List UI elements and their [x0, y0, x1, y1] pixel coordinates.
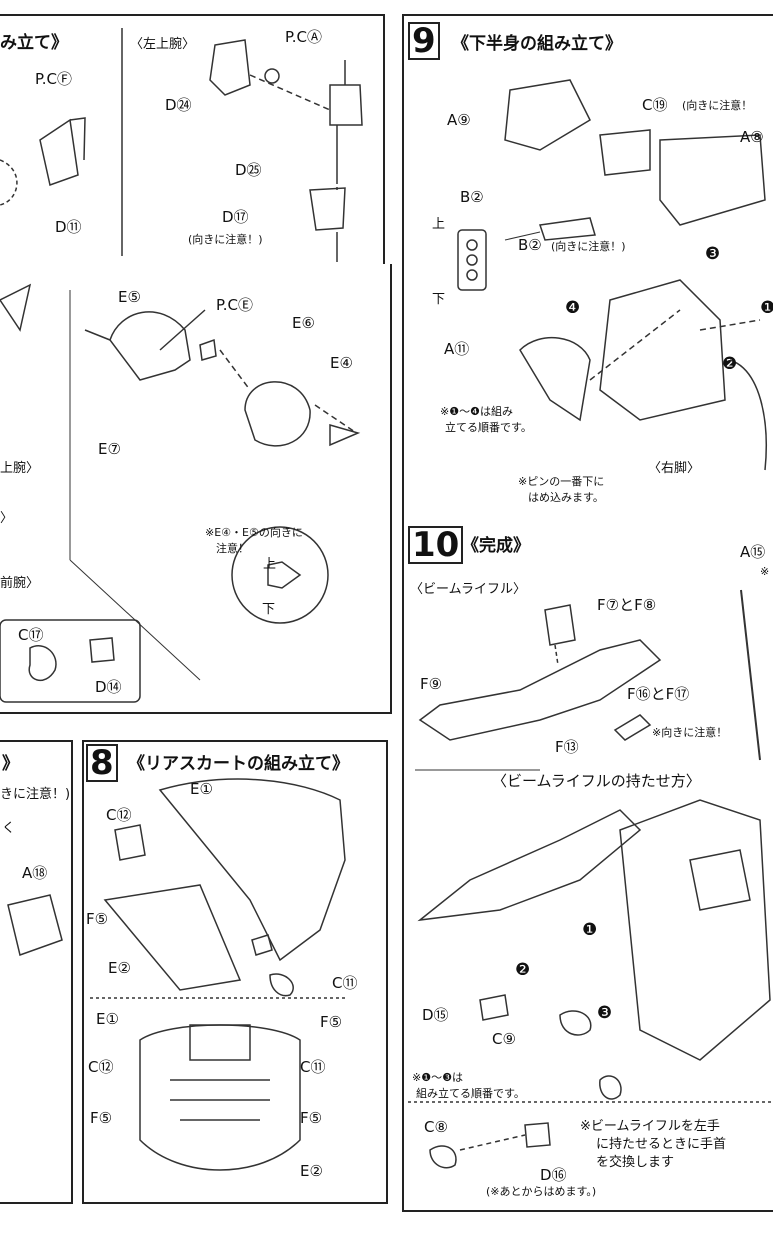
part-c12b: C⑫: [88, 1058, 114, 1076]
part-c19: C⑲: [642, 96, 668, 114]
left-mid-panel: [0, 264, 392, 714]
part-a18: A⑱: [22, 864, 48, 882]
part-d11: D⑪: [55, 218, 82, 236]
label-down: 下: [262, 602, 276, 617]
label-up: 上: [432, 217, 446, 232]
step10-title: 《完成》: [462, 536, 530, 556]
order-note: ※❶～❸は: [412, 1071, 463, 1084]
label-down: 下: [432, 292, 446, 307]
part-e4: E④: [330, 354, 353, 372]
upper-arm-label: 〈左上腕〉: [130, 37, 196, 52]
step10-number: 10: [408, 526, 464, 564]
left-top-title-fragment: み立て》: [0, 33, 68, 53]
left-bottom-fragment-3: く: [2, 821, 16, 836]
step10-panel: [402, 514, 773, 1212]
part-d17: D⑰: [222, 208, 249, 226]
part-d16-note: (※あとからはめます。): [486, 1185, 597, 1198]
swap-note-2: に持たせるときに手首: [596, 1137, 727, 1152]
part-e6: E⑥: [292, 314, 315, 332]
upper-arm-fragment: 上腕〉: [0, 461, 40, 476]
step10-mark-2: ❷: [515, 960, 531, 980]
part-pcA: P.CⒶ: [285, 28, 322, 46]
part-pcF: P.CⒻ: [35, 70, 72, 88]
step10-mark-1: ❶: [582, 920, 598, 940]
part-a15-ast: ※: [760, 565, 770, 578]
part-c12: C⑫: [106, 806, 132, 824]
order-note-2: 立てる順番です。: [445, 421, 532, 434]
part-e2b: E②: [300, 1162, 323, 1180]
part-d17-note: (向きに注意！): [188, 233, 263, 246]
part-a15: A⑮: [740, 543, 766, 561]
part-e1b: E①: [96, 1010, 119, 1028]
part-b2-note-2: (向きに注意！): [551, 240, 626, 253]
step10-mark-3: ❸: [597, 1003, 613, 1023]
part-pcE: P.CⒺ: [216, 296, 253, 314]
label-up: 上: [263, 557, 277, 572]
pin-note-2: はめ込みます。: [528, 491, 604, 504]
part-e2: E②: [108, 959, 131, 977]
forearm-fragment: 前腕〉: [0, 576, 40, 591]
step9-title: 《下半身の組み立て》: [452, 34, 622, 54]
swap-note: ※ビームライフルを左手: [580, 1119, 720, 1134]
paren-fragment: 〉: [0, 511, 14, 526]
left-bottom-panel: [0, 740, 73, 1204]
part-a11: A⑪: [444, 340, 470, 358]
part-c19-note: (向きに注意！: [682, 99, 753, 112]
part-e5: E⑤: [118, 288, 141, 306]
step9-panel: [402, 14, 773, 518]
orientation-note: ※E④・E⑤の向きに: [205, 526, 303, 539]
part-f7f8: F⑦とF⑧: [597, 596, 657, 614]
part-c17: C⑰: [18, 626, 44, 644]
orientation-note-2: 注意！: [216, 542, 249, 555]
part-b2: B②: [460, 188, 484, 206]
part-a8: A⑧: [740, 128, 764, 146]
part-c11: C⑪: [332, 974, 358, 992]
part-f9: F⑨: [420, 675, 443, 693]
step9-mark-2: ❷: [722, 354, 738, 374]
part-f5b: F⑤: [320, 1013, 343, 1031]
part-c11b: C⑪: [300, 1058, 326, 1076]
part-d15: D⑮: [422, 1006, 449, 1024]
part-f5: F⑤: [86, 910, 109, 928]
part-d14: D⑭: [95, 678, 122, 696]
order-note-2: 組み立てる順番です。: [416, 1087, 525, 1100]
orientation-note: ※向きに注意！: [652, 726, 728, 739]
order-note: ※❶～❹は組み: [440, 405, 513, 418]
step9-number: 9: [408, 22, 440, 60]
step8-title: 《リアスカートの組み立て》: [128, 754, 349, 774]
part-f16f17: F⑯とF⑰: [627, 685, 690, 703]
right-leg-label: 〈右脚〉: [648, 461, 701, 476]
part-d24: D㉔: [165, 96, 192, 114]
part-b2-note: B②: [518, 236, 542, 254]
pin-note: ※ピンの一番下に: [518, 475, 605, 488]
part-f13: F⑬: [555, 738, 579, 756]
part-f5d: F⑤: [300, 1109, 323, 1127]
step8-panel: [82, 740, 388, 1204]
hold-label: 〈ビームライフルの持たせ方〉: [492, 772, 701, 790]
left-bottom-fragment-2: きに注意！): [0, 787, 71, 802]
step9-mark-1: ❶: [760, 298, 773, 318]
part-e7: E⑦: [98, 440, 121, 458]
part-c8: C⑧: [424, 1118, 448, 1136]
part-d16: D⑯: [540, 1166, 567, 1184]
part-d25: D㉕: [235, 161, 262, 179]
rifle-label: 〈ビームライフル〉: [410, 582, 526, 597]
part-c9: C⑨: [492, 1030, 516, 1048]
part-a9: A⑨: [447, 111, 471, 129]
step8-number: 8: [86, 744, 118, 782]
left-bottom-fragment-1: 》: [2, 754, 19, 774]
step9-mark-4: ❹: [565, 298, 581, 318]
part-e1: E①: [190, 780, 213, 798]
part-f5c: F⑤: [90, 1109, 113, 1127]
swap-note-3: を交換します: [596, 1155, 675, 1170]
step9-mark-3: ❸: [705, 244, 721, 264]
left-top-panel: [0, 14, 385, 268]
